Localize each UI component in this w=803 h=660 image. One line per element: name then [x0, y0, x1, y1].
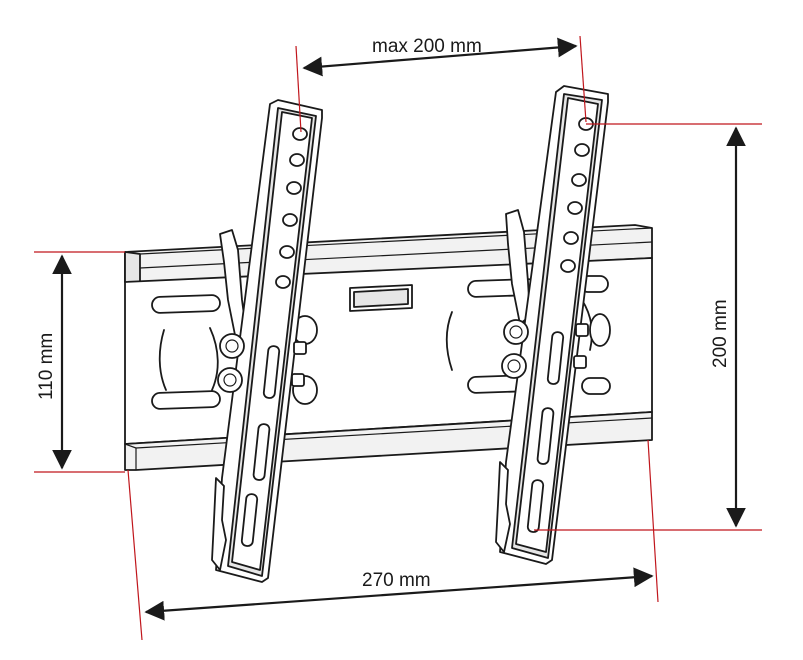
- left-tilt-arm: [211, 99, 323, 583]
- arrow-plate-width: [144, 567, 654, 621]
- label-plate-height: 110 mm: [36, 333, 57, 400]
- extension-line-bottom-right: [647, 439, 659, 603]
- extension-lines: [34, 35, 762, 641]
- center-slot: [349, 284, 413, 312]
- right-arm-holes: [560, 117, 594, 273]
- extension-line-top-left: [295, 45, 302, 133]
- left-arm-hook: [211, 477, 227, 571]
- extension-line-bottom-left: [127, 469, 143, 641]
- wall-plate-top-flange-lip: [124, 251, 141, 285]
- arrow-hole-spacing: [302, 37, 578, 77]
- right-arm-knobs: [501, 319, 589, 379]
- label-vertical-spacing: 200 mm: [710, 299, 731, 368]
- right-arm-hook: [495, 461, 511, 553]
- right-arm-slots: [526, 331, 565, 533]
- extension-line-top-right: [579, 35, 587, 123]
- label-hole-spacing: max 200 mm: [372, 36, 482, 57]
- left-arm-knobs: [217, 333, 307, 393]
- left-arm-holes: [275, 127, 308, 289]
- left-arm-slots: [240, 345, 281, 547]
- label-plate-width: 270 mm: [362, 570, 431, 591]
- dimension-arrows: [52, 37, 746, 621]
- right-tilt-arm: [495, 85, 609, 565]
